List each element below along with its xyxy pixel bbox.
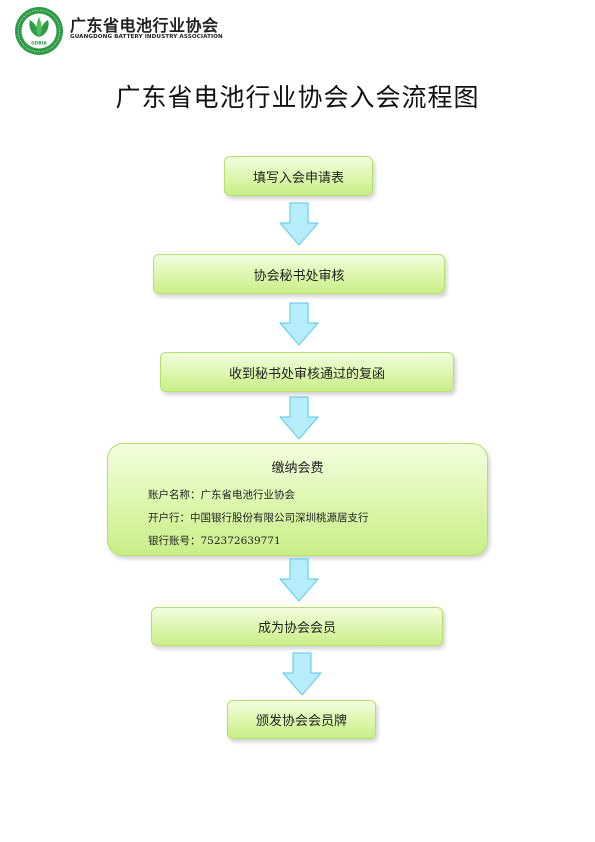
down-arrow-icon [279,302,319,346]
step-box-member: 成为协会会员 [151,607,443,646]
payment-bank: 开户行：中国银行股份有限公司深圳桃源居支行 [148,512,369,524]
logo-text: GDBIA [31,41,47,47]
step-box-reply: 收到秘书处审核通过的复函 [160,352,454,392]
org-name-cn: 广东省电池行业协会 [70,16,219,35]
step-box-payment: 缴纳会费 账户名称：广东省电池行业协会 开户行：中国银行股份有限公司深圳桃源居支… [107,443,488,556]
payment-title: 缴纳会费 [271,461,324,476]
step-box-review: 协会秘书处审核 [153,254,445,294]
payment-account-number: 银行账号：752372639771 [148,535,281,547]
down-arrow-icon [279,202,319,246]
down-arrow-icon [282,652,322,696]
org-name-en: GUANGDONG BATTERY INDUSTRY ASSOCIATION [70,34,223,40]
gdbia-logo-icon: GDBIA [15,7,63,55]
step-box-plaque: 颁发协会会员牌 [227,700,376,739]
payment-account-name: 账户名称：广东省电池行业协会 [148,489,295,501]
down-arrow-icon [279,558,319,602]
page-title: 广东省电池行业协会入会流程图 [115,83,480,112]
step-box-apply: 填写入会申请表 [224,156,373,196]
down-arrow-icon [279,396,319,440]
